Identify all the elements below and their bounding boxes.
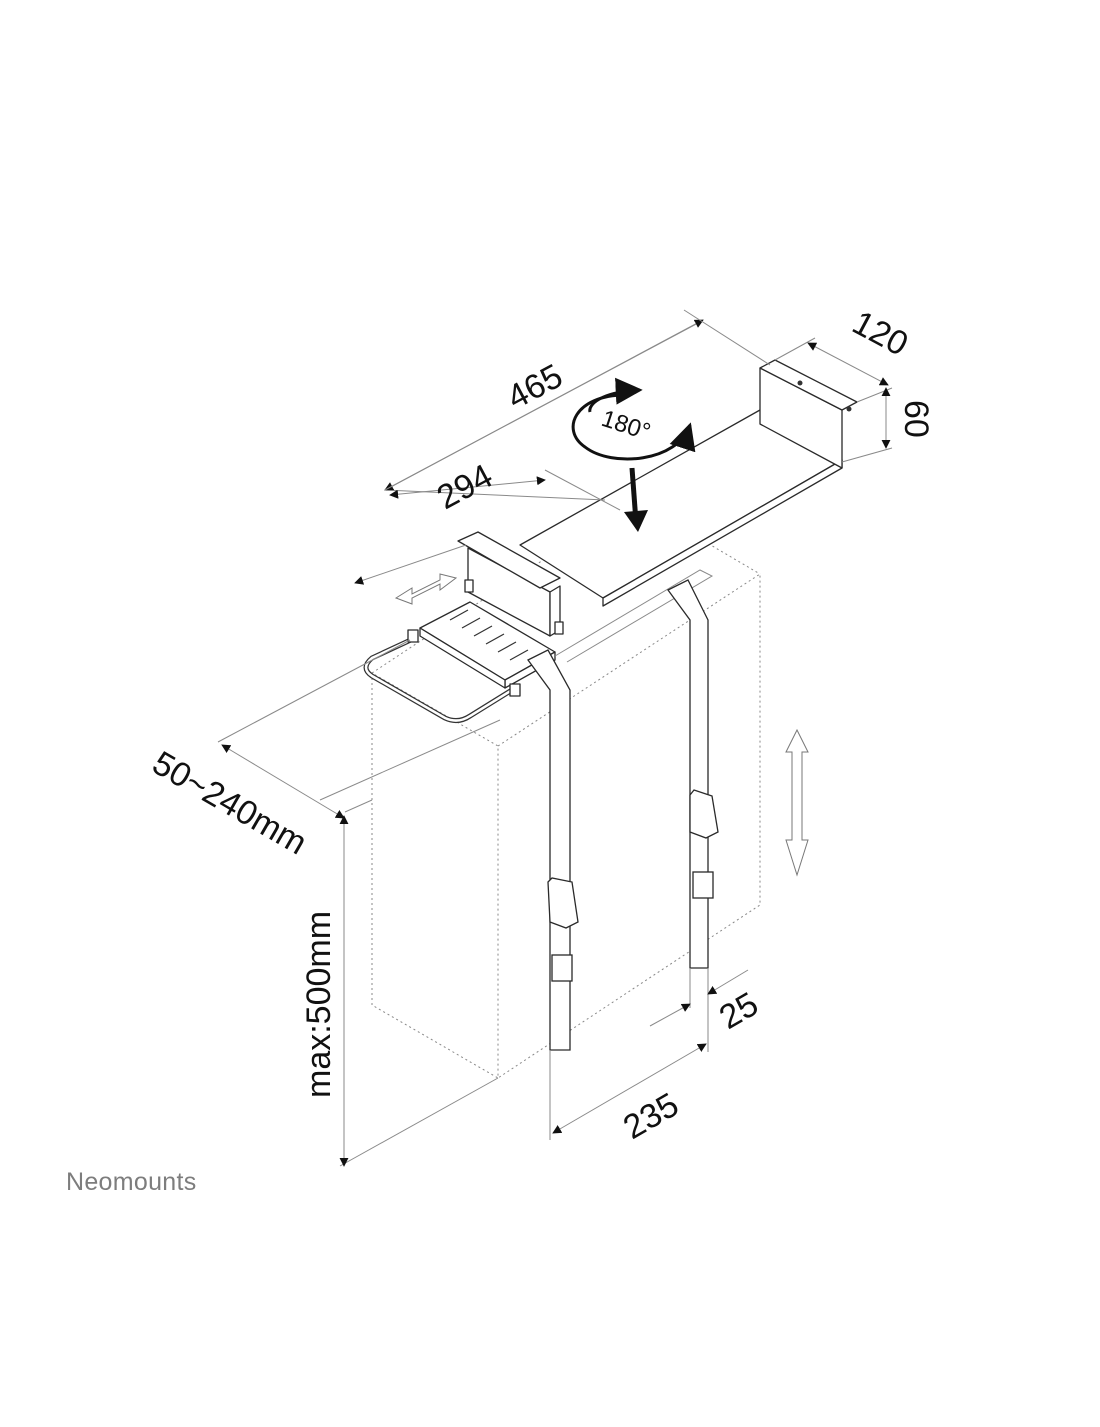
label-235: 235 <box>617 1086 685 1147</box>
computer-case-outline <box>371 499 761 1079</box>
label-max-500mm: max:500mm <box>300 911 338 1098</box>
strap-front <box>527 649 579 1051</box>
shelf-bracket <box>457 359 858 637</box>
dimension-max-height: max:500mm <box>300 799 499 1167</box>
dimension-25: 25 <box>649 968 765 1040</box>
dimension-60: 60 <box>841 387 935 463</box>
label-50-240mm: 50~240mm <box>146 744 313 862</box>
slide-arrows-icon <box>354 544 809 877</box>
brand-logo: Neomounts <box>66 1168 197 1196</box>
label-294: 294 <box>431 457 499 517</box>
label-180: 180° <box>598 405 654 446</box>
dimension-235: 235 <box>549 1040 709 1147</box>
label-465: 465 <box>501 357 569 417</box>
label-25: 25 <box>713 985 765 1037</box>
label-120: 120 <box>846 304 914 364</box>
adjustable-tray <box>363 569 714 724</box>
down-arrow-icon <box>624 467 648 532</box>
dimension-width-range: 50~240mm <box>146 639 501 862</box>
rotation-indicator: 180° <box>571 377 696 461</box>
label-60: 60 <box>897 400 935 438</box>
strap-back <box>667 579 719 969</box>
